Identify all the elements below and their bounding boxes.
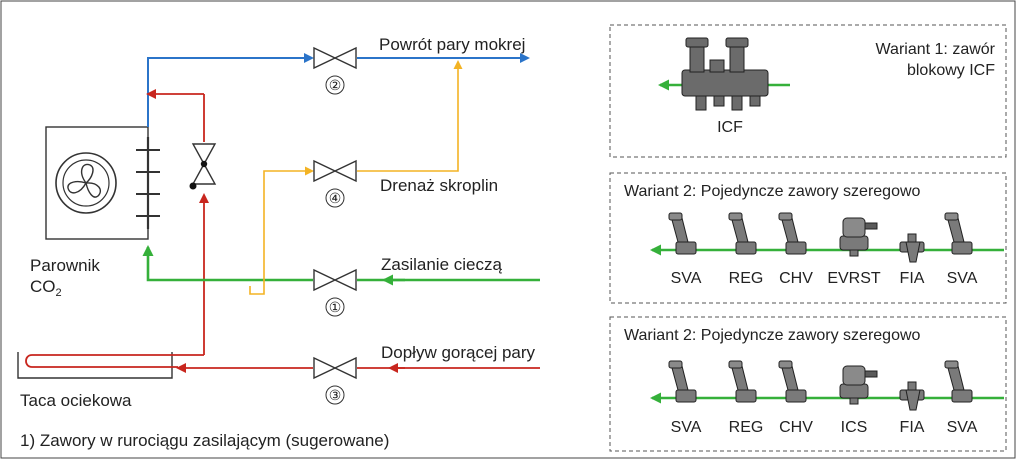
drain-line-out (357, 60, 463, 172)
valve-label-ics: ICS (841, 419, 868, 436)
sva-valve-icon (944, 212, 973, 255)
icf-label: ICF (717, 119, 743, 136)
wet-vapor-return-label: Powrót pary mokrej (379, 35, 525, 54)
valve-2-number: ② (329, 77, 342, 93)
valve-4-number: ④ (329, 190, 342, 206)
evaporator-subscript: 2 (56, 287, 62, 299)
valve-label-sva: SVA (947, 419, 978, 436)
condensate-drain-label: Drenaż skroplin (380, 176, 498, 195)
valve-label-sva: SVA (671, 270, 702, 287)
valve-3: ③ (313, 356, 357, 405)
valve-label-evrst: EVRST (827, 270, 881, 287)
chv-valve-icon (778, 360, 807, 403)
evaporator-label-line2: CO2 (30, 277, 62, 299)
valve-3-number: ③ (329, 387, 342, 403)
valve-2: ② (313, 46, 357, 95)
valve-1-number: ① (329, 299, 342, 315)
variant1-panel (609, 24, 1007, 158)
drip-tray (17, 352, 204, 379)
valve-1: ① (313, 268, 357, 317)
valve-label-reg: REG (729, 270, 764, 287)
evaporator (45, 126, 160, 240)
sva-valve-icon (668, 360, 697, 403)
variant2a-title: Wariant 2: Pojedyncze zawory szeregowo (624, 183, 921, 200)
footnote: 1) Zawory w rurociągu zasilającym (suger… (20, 431, 389, 450)
valve-label-chv: CHV (779, 419, 813, 436)
sva-valve-icon (944, 360, 973, 403)
fan-icon (67, 163, 102, 198)
bypass-valve (189, 143, 217, 190)
drip-tray-label: Taca ociekowa (20, 391, 132, 410)
liquid-supply-label: Zasilanie cieczą (381, 255, 502, 274)
fia-valve-icon (899, 233, 925, 263)
valve-label-fia: FIA (900, 419, 925, 436)
evaporator-co: CO (30, 277, 56, 296)
reg-valve-icon (728, 360, 757, 403)
variant2a-valves: SVA REG CHV EVRST FIA SVA (668, 212, 978, 287)
evrst-valve-icon (839, 217, 878, 257)
valve-label-reg: REG (729, 419, 764, 436)
chv-valve-icon (778, 212, 807, 255)
variant2b-panel (609, 316, 1007, 452)
variant2b-valves: SVA REG CHV ICS FIA SVA (668, 360, 978, 436)
valve-label-sva: SVA (947, 270, 978, 287)
liquid-to-evaporator (142, 245, 313, 282)
drain-line-in (249, 166, 314, 295)
valve-label-fia: FIA (900, 270, 925, 287)
hot-gas-inflow-label: Dopływ gorącej pary (381, 343, 536, 362)
valve-label-chv: CHV (779, 270, 813, 287)
ics-valve-icon (839, 365, 878, 405)
reg-valve-icon (728, 212, 757, 255)
variant1-title-line2: blokowy ICF (907, 62, 995, 79)
variant1-title-line1: Wariant 1: zawór (876, 41, 996, 58)
icf-valve-icon (681, 37, 769, 111)
vapor-line-in (147, 57, 302, 127)
valve-4: ④ (313, 159, 357, 208)
valve-label-sva: SVA (671, 419, 702, 436)
variant2a-panel (609, 172, 1007, 304)
variant2b-title: Wariant 2: Pojedyncze zawory szeregowo (624, 327, 921, 344)
evaporator-label-line1: Parownik (30, 256, 100, 275)
sva-valve-icon (668, 212, 697, 255)
fia-valve-icon (899, 381, 925, 411)
